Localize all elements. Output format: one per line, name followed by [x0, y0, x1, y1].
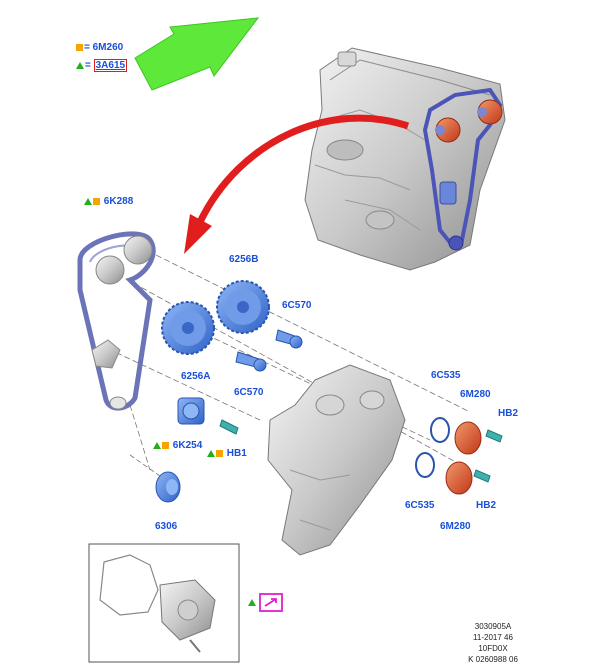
magenta-callout-box: [259, 593, 283, 612]
square-icon: [216, 449, 223, 457]
label-6k254: 6K254: [153, 440, 202, 451]
tensioner-6k254: [177, 397, 239, 435]
label-6c535-lower: 6C535: [405, 500, 435, 511]
label-6256b: 6256B: [229, 254, 259, 265]
green-pointer-arrow: [134, 17, 260, 91]
triangle-icon: [84, 197, 92, 205]
legend-item-square: = 6M260: [76, 42, 123, 54]
square-icon: [162, 441, 169, 449]
timing-belt-6k288: [77, 231, 156, 411]
square-icon: [76, 43, 83, 51]
front-timing-cover: [267, 364, 406, 556]
bolt-6c570-lower: [235, 351, 267, 372]
triangle-icon: [153, 441, 161, 449]
engine-timing-belt: [422, 87, 503, 251]
label-6c570-upper: 6C570: [282, 300, 312, 311]
label-6c535-upper: 6C535: [431, 370, 461, 381]
cam-gear-6256b: [216, 280, 270, 334]
cap-6m280-upper: [454, 421, 503, 455]
engine-block: [304, 47, 506, 271]
seal-6c535-lower: [415, 452, 435, 478]
label-6m280-upper: 6M280: [460, 389, 491, 400]
label-6256a: 6256A: [181, 371, 211, 382]
label-6c570-lower: 6C570: [234, 387, 264, 398]
label-6k288: 6K288: [84, 196, 133, 207]
legend-item-triangle[interactable]: = 3A615: [76, 59, 128, 72]
cam-gear-6256a: [161, 301, 215, 355]
legend-link-3a615[interactable]: 3A615: [93, 59, 128, 72]
triangle-icon: [76, 61, 84, 69]
label-hb2-upper: HB2: [498, 408, 519, 419]
triangle-icon: [207, 449, 215, 457]
seal-6c535-upper: [430, 417, 450, 443]
legend-text-6m260: 6M260: [92, 42, 124, 53]
label-6306: 6306: [155, 521, 178, 532]
inset-water-pump-box: [88, 543, 240, 663]
red-curved-arrow: [184, 114, 410, 254]
engine-cam-pulleys: [435, 99, 503, 143]
label-hb1: HB1: [207, 448, 247, 459]
reference-line: K 0260988 06: [468, 655, 518, 664]
label-6m280-lower: 6M280: [440, 521, 471, 532]
reference-line: 10FD0X: [478, 644, 508, 653]
reference-block: 3030905A 11-2017 46 10FD0X K 0260988 06: [458, 621, 528, 665]
cap-6m280-lower: [445, 461, 491, 495]
reference-line: 3030905A: [474, 622, 512, 631]
label-hb2-lower: HB2: [476, 500, 497, 511]
bolt-6c570-upper: [275, 329, 303, 349]
callout-triangle: [248, 599, 256, 606]
reference-line: 11-2017 46: [473, 633, 513, 642]
square-icon: [93, 197, 100, 205]
idler-pulley-6306: [129, 454, 181, 503]
